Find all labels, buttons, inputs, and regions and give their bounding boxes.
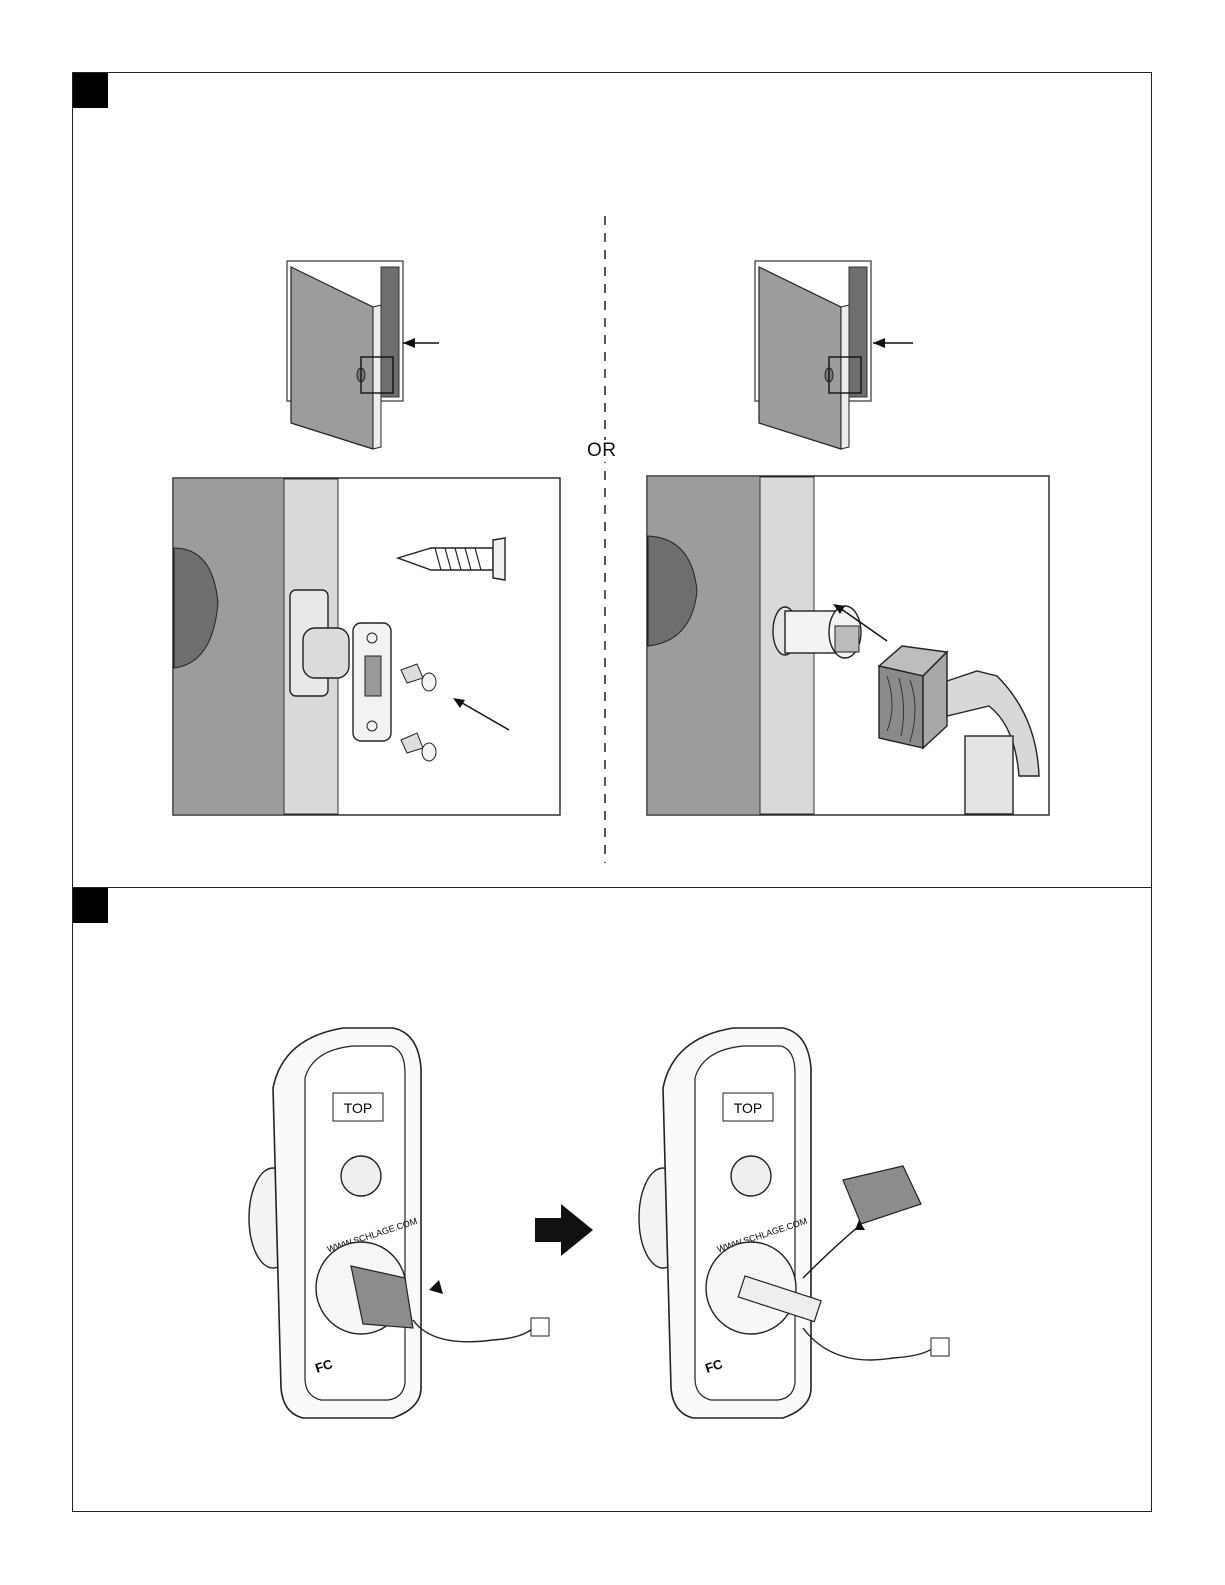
next-step-arrow-icon [535,1204,593,1256]
wood-block-icon [879,646,947,748]
interior-assembly-after: TOP WWW.SCHLAGE.COM FC [639,1028,949,1418]
step-panel-interior-assembly: TOP WWW.SCHLAGE.COM FC TOP WWW.SCHLAGE.C… [72,887,1152,1512]
protective-film-icon [843,1166,921,1224]
interior-assembly-before: TOP WWW.SCHLAGE.COM FC [249,1028,549,1418]
top-label: TOP [734,1100,763,1116]
latch-screw-detail [173,478,560,815]
arrow-left-icon [873,338,885,348]
latch-install-illustration [73,73,1153,889]
latch-hammer-detail [647,476,1049,815]
arrow-icon [429,1280,443,1294]
door-overview-right [755,261,913,449]
door-overview-left [287,261,439,449]
or-divider-label: OR [587,440,617,462]
cable-icon [413,1320,533,1342]
cable-icon [803,1328,933,1360]
interior-assembly-illustration: TOP WWW.SCHLAGE.COM FC TOP WWW.SCHLAGE.C… [73,888,1153,1513]
top-label: TOP [344,1100,373,1116]
arrow-left-icon [403,338,415,348]
step-panel-latch: OR [72,72,1152,888]
